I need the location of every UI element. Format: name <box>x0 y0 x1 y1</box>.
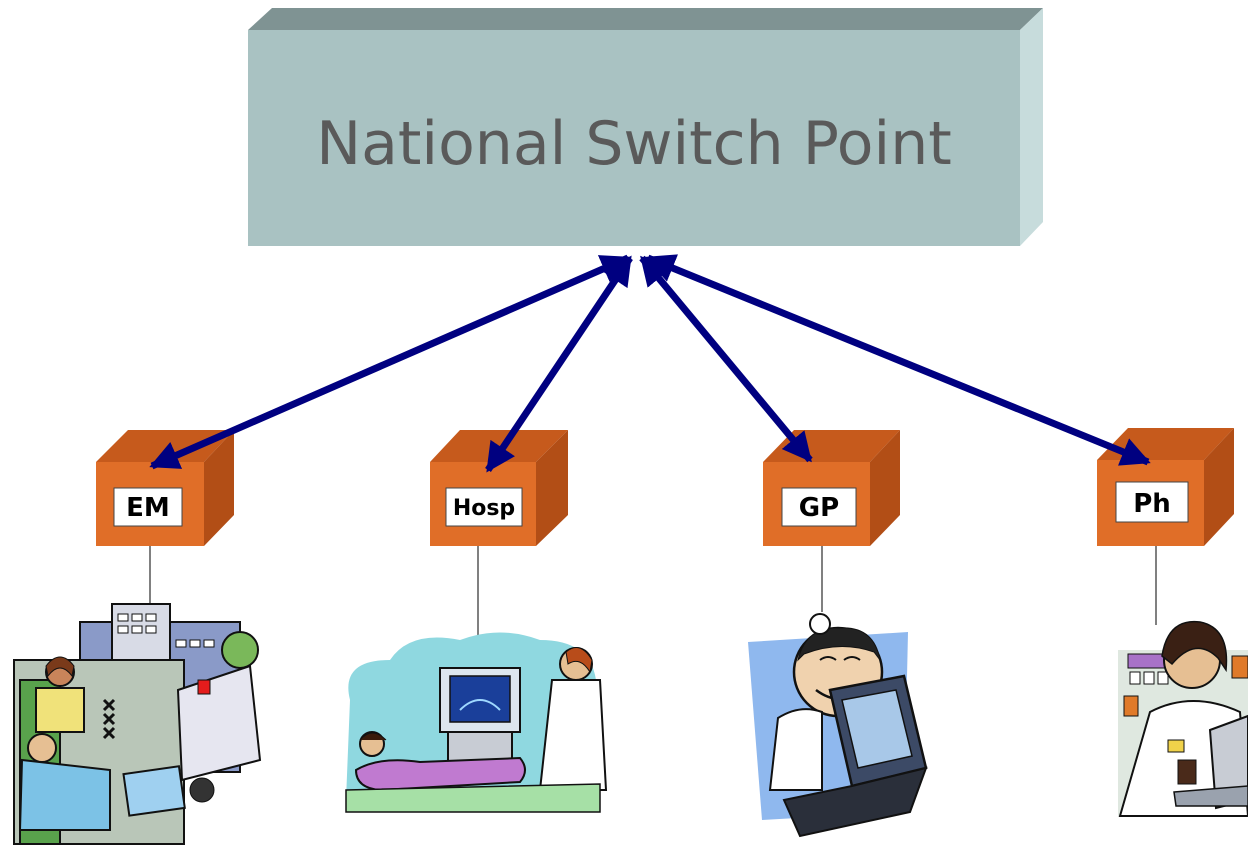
emergency-scene-illustration <box>13 603 262 845</box>
arrow-hub-ph <box>645 254 1151 466</box>
node-em: EM <box>96 430 234 546</box>
node-gp-label-box <box>781 487 857 527</box>
national-switch-point-box: National Switch Point <box>248 8 1043 246</box>
hub-front-face <box>248 30 1020 246</box>
node-gp: GP <box>763 430 900 546</box>
node-ph: Ph <box>1097 428 1234 546</box>
node-ph-side <box>1204 428 1234 546</box>
node-hosp-label: Hosp <box>453 496 515 521</box>
node-em-label: EM <box>126 493 170 523</box>
node-ph-label: Ph <box>1133 489 1171 519</box>
node-ph-label-box <box>1115 481 1189 523</box>
hub-side-face <box>1020 8 1043 246</box>
hub-top-face <box>248 8 1043 30</box>
ultrasound-scene-illustration <box>345 632 608 813</box>
pharmacist-scene-illustration <box>1118 620 1248 817</box>
arrow-hub-hosp <box>485 255 633 473</box>
node-gp-label: GP <box>799 493 839 523</box>
node-hosp-label-box <box>445 487 523 527</box>
node-em-label-box <box>113 487 183 527</box>
hub-label: National Switch Point <box>316 109 952 179</box>
doctor-laptop-scene-illustration <box>748 613 928 838</box>
